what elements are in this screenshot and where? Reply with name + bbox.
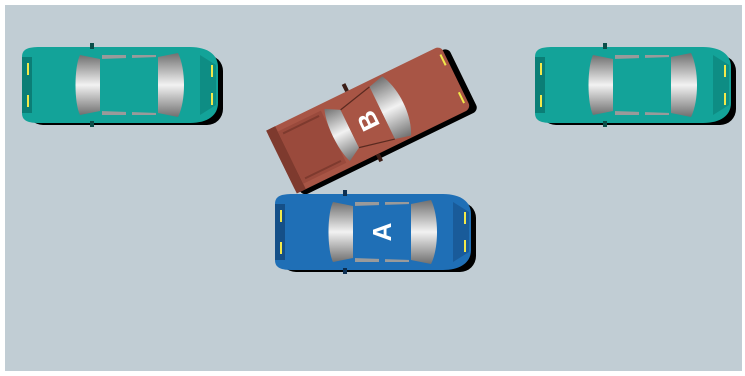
vehicle-a-label: A bbox=[367, 222, 397, 241]
sedan-top-view-icon bbox=[535, 43, 736, 127]
sedan-top-view-icon bbox=[22, 43, 223, 127]
parked-car-left bbox=[22, 43, 223, 127]
vehicle-a: A bbox=[275, 190, 476, 274]
parked-car-right bbox=[535, 43, 736, 127]
sedan-top-view-icon: A bbox=[275, 190, 476, 274]
